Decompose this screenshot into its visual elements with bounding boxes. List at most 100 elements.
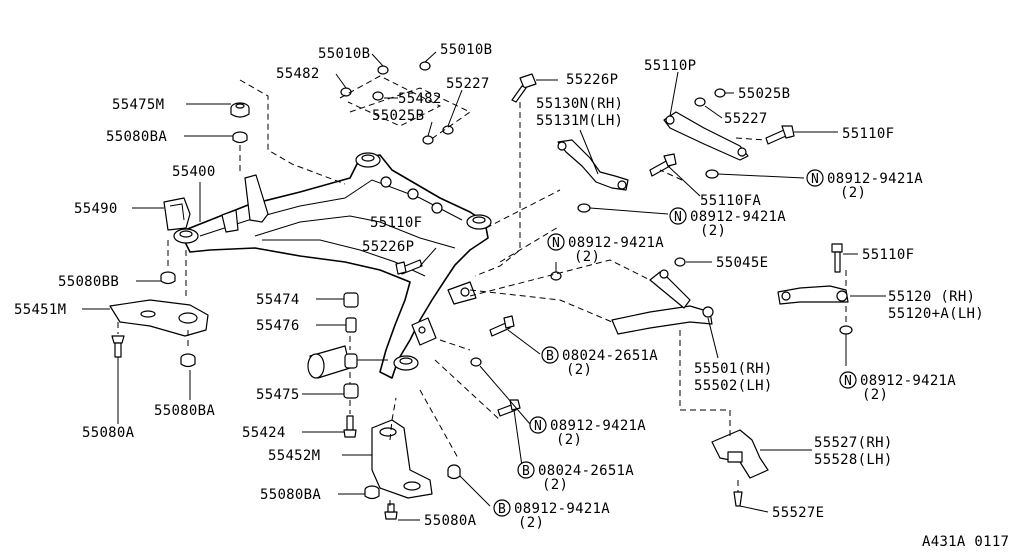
nut-08912-right xyxy=(839,325,853,335)
bolt-55527E xyxy=(733,491,743,507)
mount-bracket-55451M xyxy=(109,299,209,337)
label-55110FA: 55110FA xyxy=(700,193,761,209)
label-08912-a: 08912-9421A xyxy=(827,171,923,187)
assembly-lines xyxy=(117,75,847,506)
label-08912-e: 08912-9421A xyxy=(550,418,646,434)
link-55120 xyxy=(777,285,849,305)
label-55475: 55475 xyxy=(256,387,300,403)
label-55010B-a: 55010B xyxy=(318,46,370,62)
label-55080A-a: 55080A xyxy=(82,425,135,441)
label-55227-a: 55227 xyxy=(446,76,490,92)
label-55527: 55527(RH) xyxy=(814,435,893,451)
nut-08912-lower xyxy=(447,464,461,480)
label-08912-b: 08912-9421A xyxy=(690,209,786,225)
label-55080BA-b: 55080BA xyxy=(154,403,215,419)
label-55528: 55528(LH) xyxy=(814,452,893,468)
label-55110P: 55110P xyxy=(644,58,696,74)
label-55130N: 55130N(RH) xyxy=(536,96,623,112)
arm-55110P xyxy=(663,111,749,161)
label-qty-g: (2) xyxy=(542,477,568,493)
washer-55227-b xyxy=(694,97,706,107)
arm-55130N xyxy=(557,139,629,191)
bracket-55527 xyxy=(711,429,769,479)
nut-callout-d: N 08912-9421A (2) xyxy=(839,371,956,403)
nut-callout-e: N 08912-9421A (2) xyxy=(529,416,646,448)
label-55424: 55424 xyxy=(242,425,286,441)
label-55452M: 55452M xyxy=(268,448,320,464)
mount-55475M xyxy=(230,102,250,118)
label-55110F-b: 55110F xyxy=(370,215,422,231)
bushing-55475 xyxy=(343,383,359,399)
label-55110F-c: 55110F xyxy=(862,247,914,263)
bolt-08024-lower xyxy=(497,399,521,417)
label-55476: 55476 xyxy=(256,318,300,334)
nut-symbol: N xyxy=(534,419,542,434)
leader-lines xyxy=(82,51,886,521)
bolt-symbol: B xyxy=(546,349,554,364)
bolt-55080A-left xyxy=(111,335,125,358)
label-55025B-b: 55025B xyxy=(738,86,790,102)
nut-55025B-b xyxy=(714,88,726,98)
nut-55010B-a xyxy=(377,65,389,75)
bolt-55110FA xyxy=(649,153,677,177)
label-55474: 55474 xyxy=(256,292,300,308)
nut-symbol: N xyxy=(552,236,560,251)
nut-55010B-b xyxy=(419,61,431,71)
label-55451M: 55451M xyxy=(14,302,66,318)
washer-55482-b xyxy=(372,91,384,101)
diagram-id: A431A 0117 xyxy=(922,534,1009,550)
bolt-55080A-lower xyxy=(384,503,398,520)
bolt-55226P-center xyxy=(395,259,423,275)
nut-55080BA-lower xyxy=(364,485,380,500)
bolt-55110F-right xyxy=(831,243,843,273)
label-55131M: 55131M(LH) xyxy=(536,113,623,129)
bolt-55424 xyxy=(343,415,357,438)
nut-55080BB xyxy=(160,271,176,285)
nut-symbol: N xyxy=(811,172,819,187)
label-qty-f: (2) xyxy=(556,432,582,448)
label-55045E: 55045E xyxy=(716,255,768,271)
bolt-callout-a: B 08024-2651A (2) xyxy=(541,346,658,378)
label-08912-c: 08912-9421A xyxy=(568,235,664,251)
label-55475M: 55475M xyxy=(112,97,164,113)
label-qty-e: (2) xyxy=(862,387,888,403)
label-55527E: 55527E xyxy=(772,505,824,521)
label-55490: 55490 xyxy=(74,201,118,217)
bolt-55110F-upper xyxy=(765,125,795,145)
label-55080A-b: 55080A xyxy=(424,513,477,529)
mount-bracket-55452M xyxy=(371,419,433,499)
label-qty-c: (2) xyxy=(574,249,600,265)
bracket-55490 xyxy=(163,197,191,231)
subframe-55400 xyxy=(173,152,492,379)
nut-callout-a: N 08912-9421A (2) xyxy=(806,169,923,201)
nut-55025B-a xyxy=(422,135,434,145)
bolt-callout-c: B 08912-9421A (2) xyxy=(493,499,610,531)
label-qty-d: (2) xyxy=(566,362,592,378)
label-08912-f: 08912-9421A xyxy=(514,501,610,517)
lateral-link-55501 xyxy=(611,269,714,335)
label-08024-b: 08024-2651A xyxy=(538,463,634,479)
label-55502: 55502(LH) xyxy=(694,378,773,394)
nut-callout-c: N 08912-9421A (2) xyxy=(547,233,664,265)
label-55226P-a: 55226P xyxy=(566,72,618,88)
label-qty-h: (2) xyxy=(518,515,544,531)
bolt-symbol: B xyxy=(498,502,506,517)
bushing-55474 xyxy=(343,292,359,308)
damper-55475-center xyxy=(307,345,358,379)
bolt-08024-upper xyxy=(489,315,515,337)
label-55120: 55120 (RH) xyxy=(888,289,975,305)
label-qty-a: (2) xyxy=(840,185,866,201)
label-55226P-b: 55226P xyxy=(362,239,414,255)
label-55080BA-a: 55080BA xyxy=(106,129,167,145)
bolt-callout-b: B 08024-2651A (2) xyxy=(517,461,634,493)
label-55482-a: 55482 xyxy=(276,66,320,82)
bolt-symbol: B xyxy=(522,464,530,479)
nut-55080BA-upper xyxy=(232,131,248,144)
label-55010B-b: 55010B xyxy=(440,42,492,58)
nut-08912-upper xyxy=(705,169,719,179)
label-55482-b: 55482 xyxy=(398,91,442,107)
label-qty-b: (2) xyxy=(700,223,726,239)
nut-08912-mid xyxy=(470,357,482,367)
nut-symbol: N xyxy=(674,210,682,225)
